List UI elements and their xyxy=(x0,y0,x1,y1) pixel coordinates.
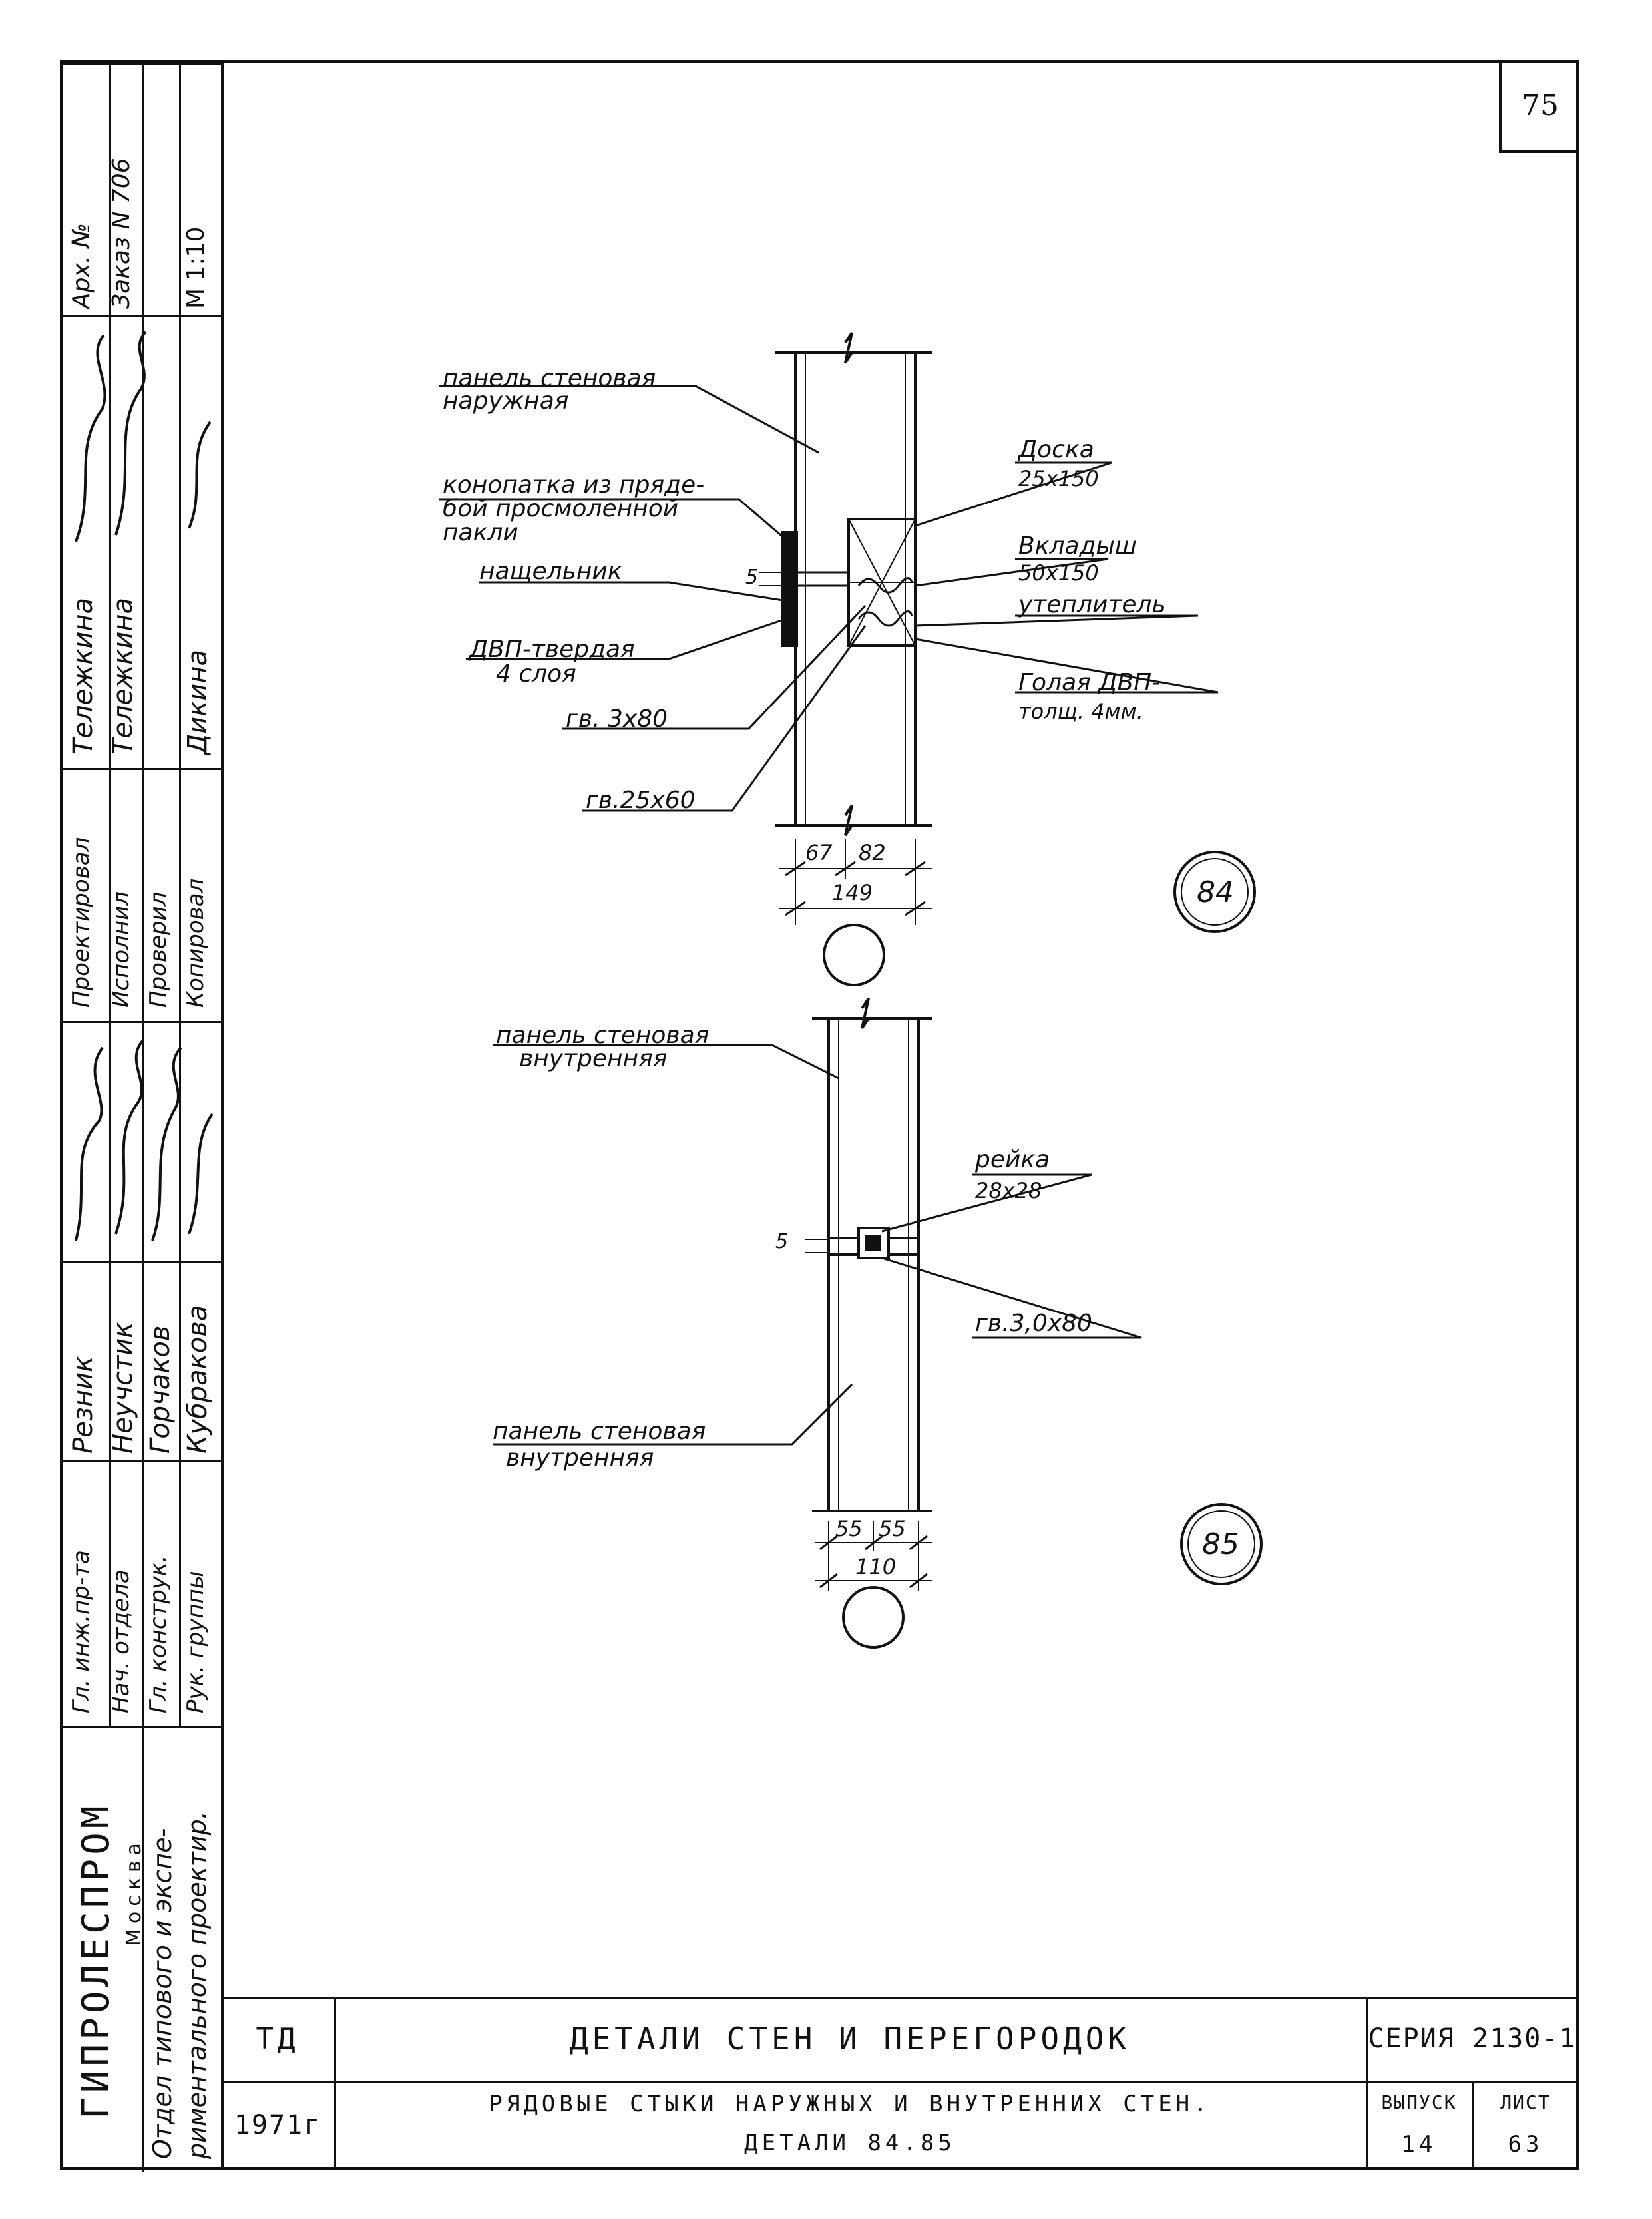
d84-label-board: Доска xyxy=(1018,436,1094,463)
d84-label-insulation: утеплитель xyxy=(1018,591,1166,618)
d84-axis-circle xyxy=(823,924,885,986)
d84-dim-a: 67 xyxy=(805,840,833,865)
d84-cover-strip xyxy=(781,531,798,647)
d84-gap: 5 xyxy=(745,566,759,589)
d85-gap: 5 xyxy=(775,1230,789,1253)
d84-number-circle xyxy=(1173,851,1256,933)
left-stamp: ГИПРОЛЕСПРОМ Москва Отдел типового и экс… xyxy=(60,60,224,2172)
td-label: ТД xyxy=(256,2021,300,2056)
d85-number-circle xyxy=(1180,1503,1263,1585)
d84-dim-b: 82 xyxy=(859,840,886,865)
d84-label-soft-fb-2: толщ. 4мм. xyxy=(1018,699,1143,724)
d84-label-board-size: 25х150 xyxy=(1018,466,1099,491)
sheet-title: ДЕТАЛИ СТЕН И ПЕРЕГОРОДОК xyxy=(569,2021,1131,2057)
d85-dim-total: 110 xyxy=(855,1554,897,1579)
d84-label-caulk: конопатка из пряде- xyxy=(443,471,705,499)
d85-number: 85 xyxy=(1202,1527,1239,1561)
year: 1971г xyxy=(234,2110,321,2140)
d85-axis-circle xyxy=(842,1586,905,1649)
d84-label-caulk-2: бой просмоленной xyxy=(443,495,679,522)
d84-label-nail2: гв.25х60 xyxy=(586,787,696,814)
d85-dim-b: 55 xyxy=(879,1516,906,1541)
title-block: ТД 1971г ДЕТАЛИ СТЕН И ПЕРЕГОРОДОК РЯДОВ… xyxy=(221,1997,1579,2170)
issue-number: 14 xyxy=(1401,2131,1437,2158)
d85-dim-a: 55 xyxy=(835,1516,863,1541)
signatures-2 xyxy=(75,331,212,542)
d84-label-caulk-3: пакли xyxy=(443,519,518,546)
sheet-label: ЛИСТ xyxy=(1500,2091,1551,2113)
sheet-number: 63 xyxy=(1508,2131,1544,2158)
sheet-subtitle-2: ДЕТАЛИ 84.85 xyxy=(744,2130,956,2156)
d84-number: 84 xyxy=(1197,875,1234,909)
issue-label: ВЫПУСК xyxy=(1381,2091,1457,2113)
d84-label-insert: Вкладыш xyxy=(1018,532,1137,560)
d84-label-insert-size: 50х150 xyxy=(1018,560,1099,586)
d84-label-panel-ext: панель стеновая xyxy=(443,365,656,392)
signatures-1 xyxy=(75,1040,214,1241)
d84-label-soft-fb: Голая ДВП- xyxy=(1018,669,1161,696)
series: СЕРИЯ 2130-1 xyxy=(1368,2023,1577,2054)
drawing-frame xyxy=(221,60,1579,2170)
d84-label-fiberboard: ДВП-твердая xyxy=(469,636,635,663)
d85-label-panel-bot-2: внутренняя xyxy=(506,1444,654,1472)
d85-label-lath-size: 28х28 xyxy=(975,1178,1042,1203)
d85-label-lath: рейка xyxy=(975,1146,1050,1173)
d85-label-panel-top-2: внутренняя xyxy=(519,1045,668,1072)
d85-label-nail: гв.3,0х80 xyxy=(975,1310,1092,1337)
d84-dim-total: 149 xyxy=(832,880,873,905)
d84-label-strip: нащельник xyxy=(479,558,622,585)
d85-lath xyxy=(857,1227,890,1259)
sheet-subtitle-1: РЯДОВЫЕ СТЫКИ НАРУЖНЫХ И ВНУТРЕННИХ СТЕН… xyxy=(489,2091,1211,2117)
d84-label-panel-ext-2: наружная xyxy=(443,387,569,415)
d84-label-fiberboard-2: 4 слоя xyxy=(496,660,576,688)
d84-label-nail1: гв. 3х80 xyxy=(566,706,668,733)
d85-label-panel-bot: панель стеновая xyxy=(493,1418,706,1445)
d85-label-panel-top: панель стеновая xyxy=(496,1022,710,1049)
page-number: 75 xyxy=(1499,60,1579,153)
